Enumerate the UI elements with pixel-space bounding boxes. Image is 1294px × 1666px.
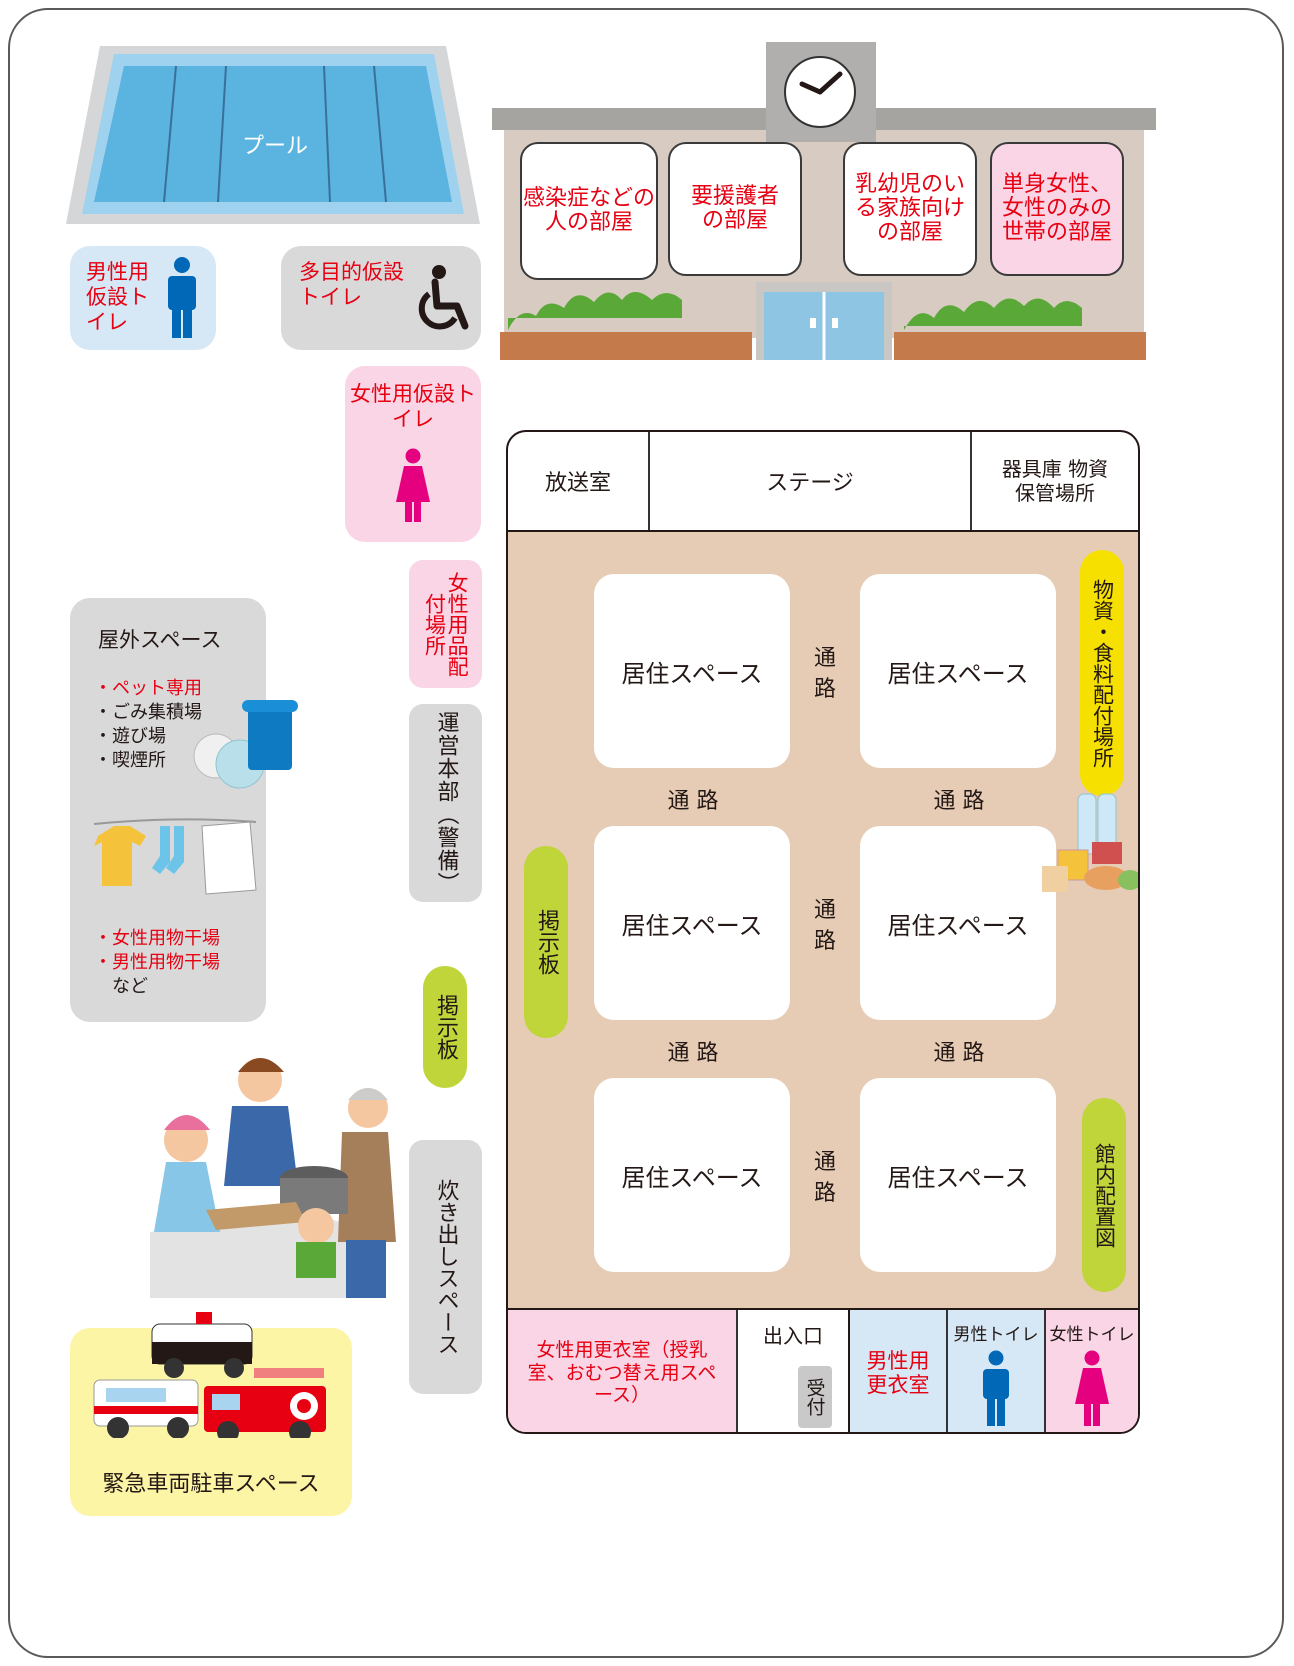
headquarters-panel: 運営本部（警備）: [409, 704, 482, 902]
female-icon: [1075, 1350, 1109, 1426]
headquarters-label: 運営本部（警備）: [433, 711, 459, 895]
room-infant: 乳幼児のいる家族向けの部屋: [843, 142, 977, 276]
cooking-space-panel: 炊き出しスペース: [409, 1140, 482, 1394]
equipment-storage: 器具庫 物資保管場所: [1001, 457, 1109, 505]
living-space: 居住スペース: [594, 574, 790, 768]
cooking-illustration: [150, 1058, 396, 1298]
aisle-horizontal: 通 路: [667, 789, 719, 814]
entrance-label: 出入口: [763, 1324, 823, 1348]
outer-bulletin-board: 掲示板: [423, 966, 467, 1088]
male-icon: [983, 1350, 1009, 1426]
living-space: 居住スペース: [860, 826, 1056, 1020]
entrance-area: 出入口 受付: [738, 1308, 848, 1432]
men-changing-room: 男性用更衣室: [848, 1310, 948, 1432]
room-women: 単身女性、女性のみの世帯の部屋: [990, 142, 1124, 276]
outdoor-item-etc: など: [112, 976, 148, 997]
women-changing-room: 女性用更衣室（授乳室、おむつ替え用スペース）: [508, 1310, 738, 1432]
female-temp-toilet-label: 女性用仮設トイレ: [350, 382, 476, 431]
supply-distribution-panel: 物資・食料配付場所: [1080, 550, 1124, 796]
floor-map-board: 館内配置図: [1082, 1098, 1126, 1292]
supply-distribution-label: 物資・食料配付場所: [1090, 578, 1115, 768]
women-toilet: 女性トイレ: [1046, 1310, 1138, 1432]
outdoor-item-garbage: ・ごみ集積場: [94, 702, 202, 723]
living-space: 居住スペース: [860, 574, 1056, 768]
male-icon: [168, 257, 196, 338]
multi-temp-toilet: 多目的仮設トイレ: [281, 246, 481, 350]
emergency-parking-label: 緊急車両駐車スペース: [102, 1472, 320, 1497]
emergency-vehicles-icon: [93, 1312, 326, 1438]
men-toilet-label: 男性トイレ: [953, 1325, 1039, 1345]
outdoor-space: 屋外スペース ・ペット専用 ・ごみ集積場 ・遊び場 ・喫煙所 ・女性用物干場 ・…: [70, 598, 298, 1022]
gymnasium: 放送室 ステージ 器具庫 物資保管場所 居住スペース 居住スペース 居住スペース…: [506, 430, 1140, 1434]
page-frame: [8, 8, 1284, 1658]
living-space: 居住スペース: [594, 1078, 790, 1272]
aisle-vertical: 通路: [813, 646, 836, 702]
female-temp-toilet: 女性用仮設トイレ: [345, 366, 481, 542]
outdoor-title: 屋外スペース: [98, 628, 222, 652]
pool-label: プール: [241, 134, 308, 159]
women-items-label: 女性用品配付場所: [422, 571, 470, 677]
outdoor-item-play: ・遊び場: [94, 726, 166, 747]
garbage-icon: [193, 700, 298, 789]
outer-bulletin-label: 掲示板: [433, 994, 458, 1060]
living-space: 居住スペース: [860, 1078, 1056, 1272]
outdoor-item-women-laundry: ・女性用物干場: [94, 928, 220, 949]
female-icon: [396, 448, 430, 522]
supplies-icon: [1042, 793, 1138, 892]
emergency-parking: 緊急車両駐車スペース: [70, 1312, 352, 1516]
cooking-space-label: 炊き出しスペース: [433, 1179, 459, 1355]
room-infection: 感染症などの人の部屋: [520, 142, 658, 280]
men-toilet: 男性トイレ: [948, 1310, 1046, 1432]
living-space: 居住スペース: [594, 826, 790, 1020]
pool: [66, 46, 480, 224]
reception: 受付: [798, 1366, 832, 1428]
gym-bottom-row: 女性用更衣室（授乳室、おむつ替え用スペース） 出入口 受付 男性用更衣室 男性ト…: [508, 1308, 1138, 1432]
stage: ステージ: [650, 432, 972, 530]
outdoor-item-pet: ・ペット専用: [94, 678, 202, 699]
outdoor-item-smoking: ・喫煙所: [94, 750, 166, 771]
male-temp-toilet: 男性用仮設トイレ: [70, 246, 216, 350]
aisle-horizontal: 通 路: [667, 1041, 719, 1066]
aisle-horizontal: 通 路: [933, 789, 985, 814]
multi-temp-toilet-label: 多目的仮設トイレ: [299, 260, 404, 309]
broadcast-room: 放送室: [508, 432, 650, 530]
inner-bulletin-label: 掲示板: [534, 909, 559, 975]
floor-map-label: 館内配置図: [1092, 1142, 1117, 1248]
reception-label: 受付: [803, 1378, 826, 1416]
room-care: 要援護者の部屋: [668, 142, 802, 276]
aisle-vertical: 通路: [813, 898, 836, 954]
inner-bulletin-board: 掲示板: [524, 846, 568, 1038]
male-temp-toilet-label: 男性用仮設トイレ: [86, 260, 149, 334]
outdoor-item-men-laundry: ・男性用物干場: [94, 952, 220, 973]
women-items-panel: 女性用品配付場所: [409, 560, 482, 688]
aisle-horizontal: 通 路: [933, 1041, 985, 1066]
laundry-icon: [93, 818, 257, 895]
women-toilet-label: 女性トイレ: [1049, 1325, 1135, 1345]
aisle-vertical: 通路: [813, 1150, 836, 1206]
gym-top-row: 放送室 ステージ 器具庫 物資保管場所: [508, 432, 1138, 532]
wheelchair-icon: [418, 265, 469, 330]
